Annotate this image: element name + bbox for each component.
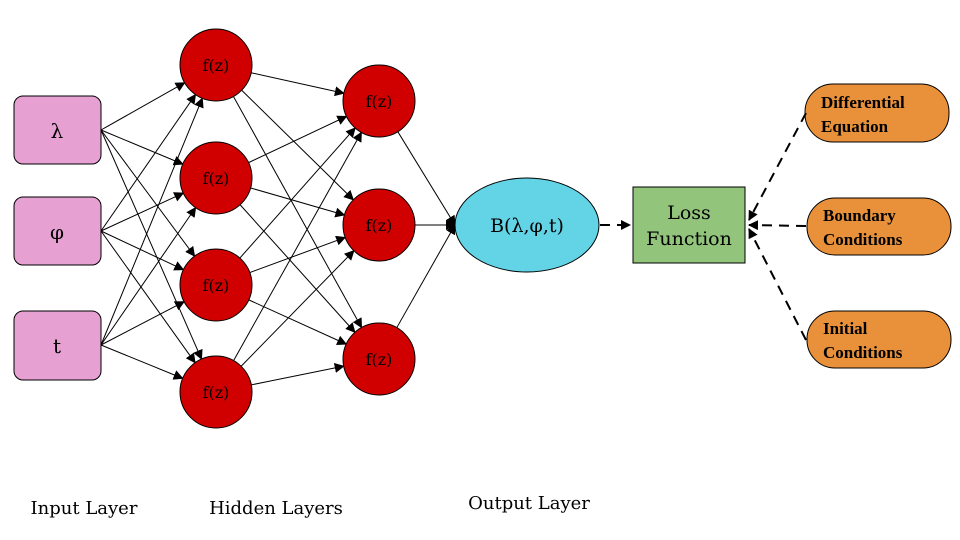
boundary-conditions-box: Boundary Conditions xyxy=(806,197,952,256)
input-node-lambda: λ xyxy=(13,95,102,165)
input-label-phi: φ xyxy=(50,220,64,244)
constraint-label-line1: Boundary xyxy=(823,206,896,225)
constraint-label-line2: Conditions xyxy=(823,230,903,249)
differential-equation-box: Differential Equation xyxy=(804,83,950,143)
dashed-arrows xyxy=(600,112,807,341)
edge-input-1-h1-0 xyxy=(100,93,197,232)
constraint-label-line1: Differential xyxy=(821,93,905,112)
neuron-label: f(z) xyxy=(366,350,393,369)
edge-h1-1-h2-0 xyxy=(248,115,348,164)
loss-function-box: Loss Function xyxy=(632,186,746,264)
output-node: B(λ,φ,t) xyxy=(454,177,600,273)
neuron-label: f(z) xyxy=(203,169,230,188)
edge-input-1-h1-3 xyxy=(100,230,196,364)
edge-input-1-h1-2 xyxy=(100,230,185,271)
hidden2-neuron-2: f(z) xyxy=(342,188,416,262)
edge-h1-0-h2-1 xyxy=(241,89,355,201)
dashed-arrow-ic-to-loss xyxy=(748,228,807,341)
edge-h1-1-h2-1 xyxy=(250,187,346,218)
hidden-layers-label: Hidden Layers xyxy=(209,498,343,519)
edge-h1-2-h2-0 xyxy=(239,127,356,259)
constraint-label-line2: Equation xyxy=(821,117,889,136)
edge-h1-3-h2-1 xyxy=(240,250,355,367)
edge-input-2-h1-2 xyxy=(100,301,185,346)
dashed-arrow-de-to-loss xyxy=(748,112,807,221)
loss-label-line1: Loss xyxy=(667,202,711,224)
edge-h1-2-h2-2 xyxy=(248,299,348,345)
hidden1-neuron-4: f(z) xyxy=(179,355,253,429)
hidden2-neuron-3: f(z) xyxy=(342,322,416,396)
input-node-phi: φ xyxy=(13,196,102,266)
edge-input-0-h1-1 xyxy=(100,129,184,166)
edge-h1-0-h2-0 xyxy=(251,72,345,97)
input-layer-label: Input Layer xyxy=(31,498,138,519)
loss-label-line2: Function xyxy=(646,228,732,250)
hidden2-neuron-1: f(z) xyxy=(342,64,416,138)
constraint-label-line2: Conditions xyxy=(823,343,903,362)
edge-h1-3-h2-0 xyxy=(233,131,362,361)
edge-h1-1-h2-2 xyxy=(239,204,356,333)
neuron-label: f(z) xyxy=(203,56,230,75)
dashed-arrow-bc-to-loss xyxy=(748,220,807,231)
edge-input-1-h1-1 xyxy=(100,192,185,232)
neuron-label: f(z) xyxy=(366,216,393,235)
hidden1-neuron-2: f(z) xyxy=(179,141,253,215)
connections xyxy=(100,72,456,386)
edge-input-0-h1-0 xyxy=(100,82,186,131)
edge-input-2-h1-3 xyxy=(100,344,184,380)
edge-h1-3-h2-2 xyxy=(251,363,345,386)
hidden1-neuron-3: f(z) xyxy=(179,248,253,322)
edge-input-0-h1-2 xyxy=(100,129,196,257)
input-node-t: t xyxy=(13,310,102,381)
edge-input-2-h1-1 xyxy=(100,206,197,346)
input-label-t: t xyxy=(53,334,61,358)
edge-h2-0-output xyxy=(397,131,456,226)
edge-h1-2-h2-1 xyxy=(249,235,347,274)
neuron-label: f(z) xyxy=(366,92,393,111)
constraint-label-line1: Initial xyxy=(823,319,868,338)
output-layer-label: Output Layer xyxy=(468,493,590,514)
hidden1-neuron-1: f(z) xyxy=(179,28,253,102)
neuron-label: f(z) xyxy=(203,276,230,295)
edge-h1-0-h2-2 xyxy=(233,96,363,329)
input-label-lambda: λ xyxy=(51,119,64,143)
edge-h2-2-output xyxy=(396,224,456,328)
neuron-label: f(z) xyxy=(203,383,230,402)
output-label: B(λ,φ,t) xyxy=(490,215,564,237)
edge-input-2-h1-0 xyxy=(100,97,204,346)
edge-input-0-h1-3 xyxy=(100,129,203,360)
initial-conditions-box: Initial Conditions xyxy=(806,310,952,369)
